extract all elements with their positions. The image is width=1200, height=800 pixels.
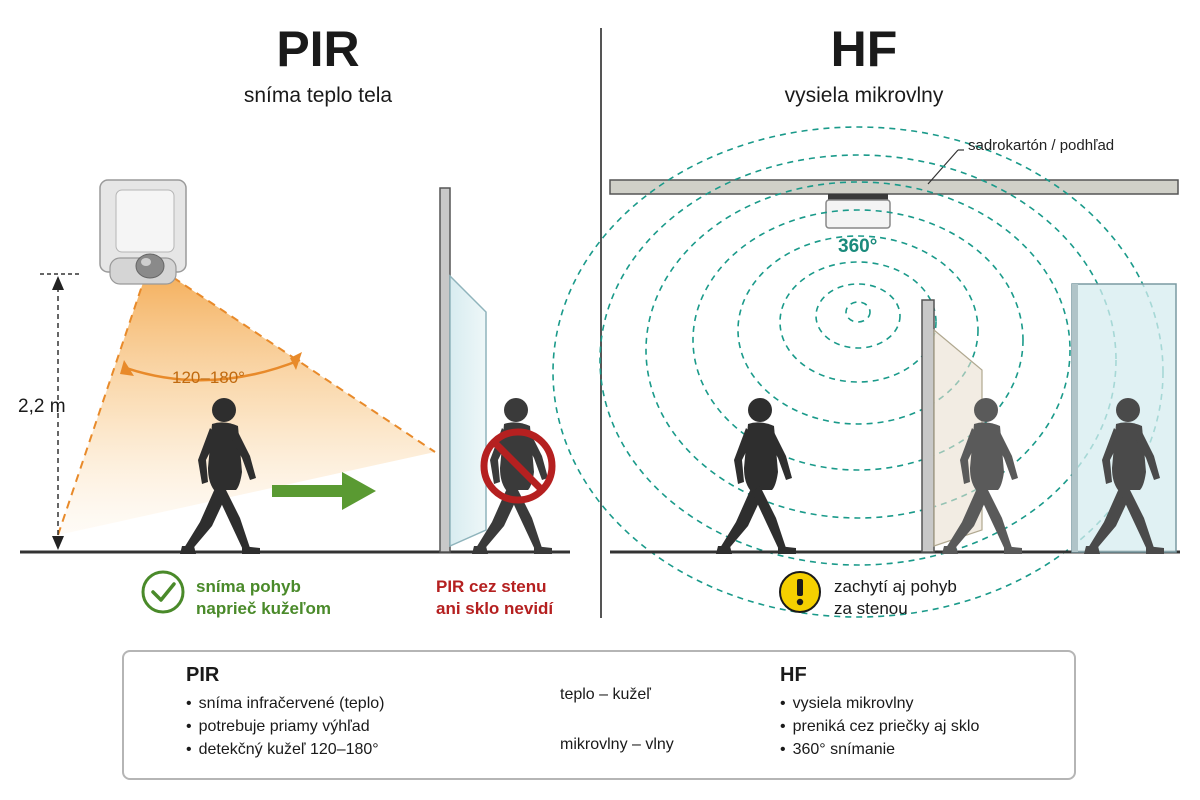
pir-ok-status: sníma pohyb naprieč kužeľom (196, 576, 331, 620)
pir-angle-label: 120–180° (172, 368, 245, 387)
hf-ceiling (609, 179, 1179, 195)
legend-hf-title: HF (780, 664, 807, 686)
hf-glass-pane (933, 328, 983, 547)
pir-no-line1: PIR cez stenu (436, 577, 547, 596)
legend-pir-item: detekčný kužeľ 120–180° (186, 738, 384, 761)
forbidden-icon (480, 428, 556, 504)
motion-arrow (272, 472, 376, 510)
pir-ok-line2: naprieč kužeľom (196, 599, 332, 618)
pir-title: PIR (276, 21, 360, 77)
warning-icon (779, 571, 821, 613)
hf-warn-line2: za stenou (834, 599, 908, 618)
legend-hf-item: preniká cez priečky aj sklo (780, 715, 980, 738)
hf-warn-line1: zachytí aj pohyb (834, 577, 957, 596)
check-icon (141, 570, 185, 614)
pir-sensor-device (99, 179, 187, 285)
legend-pir-list: sníma infračervené (teplo) potrebuje pri… (186, 692, 385, 761)
legend-box: PIR sníma infračervené (teplo) potrebuje… (122, 650, 1076, 780)
legend-hf-list: vysiela mikrovlny preniká cez priečky aj… (780, 692, 980, 761)
hf-title: HF (830, 21, 898, 77)
legend-hf-item: 360° snímanie (780, 738, 979, 761)
ceiling-label: sadrokartón / podhľad (968, 137, 1115, 154)
panel-divider (600, 28, 602, 618)
legend-pir-item: sníma infračervené (teplo) (186, 692, 385, 715)
hf-sensor-device (825, 194, 891, 229)
hf-subtitle: vysiela mikrovlny (784, 84, 944, 107)
legend-hf-item: vysiela mikrovlny (780, 692, 979, 715)
pir-ok-line1: sníma pohyb (196, 577, 301, 596)
pir-subtitle: sníma teplo tela (243, 84, 393, 107)
legend-pir-item: potrebuje priamy výhľad (186, 715, 384, 738)
hf-wall (921, 299, 935, 553)
pir-wall (439, 187, 451, 553)
legend-pir-title: PIR (186, 664, 220, 686)
pir-detection-cone (58, 262, 435, 535)
legend-waves-label: mikrovlny – vlny (560, 736, 674, 753)
legend-heat-label: teplo – kužeľ (560, 686, 651, 703)
pir-glass-pane (449, 274, 487, 548)
pir-height-label: 2,2 m (18, 396, 66, 417)
hf-warn-status: zachytí aj pohyb za stenou (834, 576, 957, 620)
pir-angle-arc (125, 358, 301, 382)
pir-no-status: PIR cez stenu ani sklo nevidí (436, 576, 553, 620)
hf-person-front (716, 398, 796, 554)
pir-no-line2: ani sklo nevidí (436, 599, 554, 618)
hf-angle-label: 360° (838, 236, 878, 257)
